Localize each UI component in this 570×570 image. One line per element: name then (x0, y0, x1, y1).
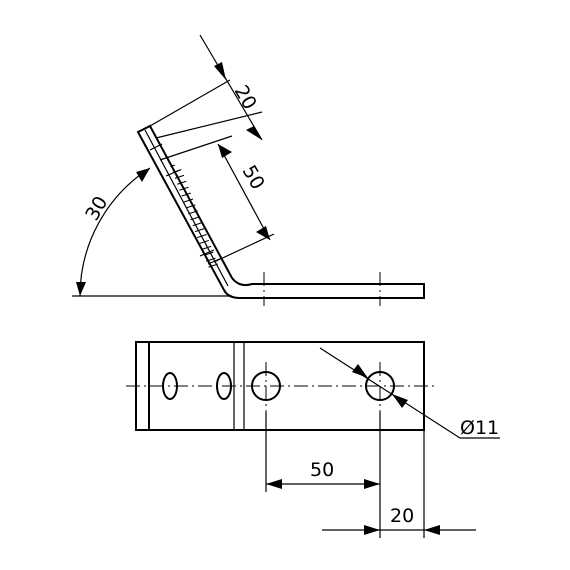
hole-ellipse-2 (216, 372, 232, 400)
angle-arrow-bottom (76, 282, 86, 296)
angle-arrow-top (136, 168, 150, 182)
dim50-lower-arrow-right (364, 479, 380, 489)
dim20-ext-2 (155, 111, 263, 139)
dim50-line (217, 143, 271, 241)
diameter-label: Ø11 (460, 417, 499, 439)
hole-ellipse-1 (162, 372, 178, 400)
side-view: 30 (72, 34, 425, 306)
angle-label: 30 (81, 193, 112, 225)
dim50-arrow-top (218, 144, 232, 158)
diameter-leader-line (319, 347, 461, 439)
dim50-lower-label: 50 (310, 459, 334, 481)
dim20-arrow-top (214, 62, 226, 80)
dim50-lower-arrow-left (266, 479, 282, 489)
side-incline-tick-1 (149, 143, 163, 151)
dim50-ext-2 (213, 233, 275, 263)
dim50-ext-1 (159, 135, 233, 161)
diameter-arrow-1 (352, 364, 368, 378)
diameter-arrow-2 (392, 394, 408, 408)
dim20-label: 20 (230, 82, 261, 114)
dim20-line (199, 34, 263, 141)
dim50-arrow-bottom (256, 226, 270, 240)
top-view: Ø11 50 20 (126, 341, 500, 538)
dim20-lower-arrow-right (424, 525, 440, 535)
dim20-lower-label: 20 (390, 505, 414, 527)
dim20-ext-1 (149, 79, 231, 127)
bracket-side-profile (136, 124, 425, 299)
hatch-boundary-top (165, 169, 181, 177)
hatch-boundary-bottom (199, 249, 215, 257)
angle-dimension-arc (79, 167, 151, 297)
dim20-lower-arrow-left (364, 525, 380, 535)
dim20-arrow-bottom (246, 126, 262, 140)
